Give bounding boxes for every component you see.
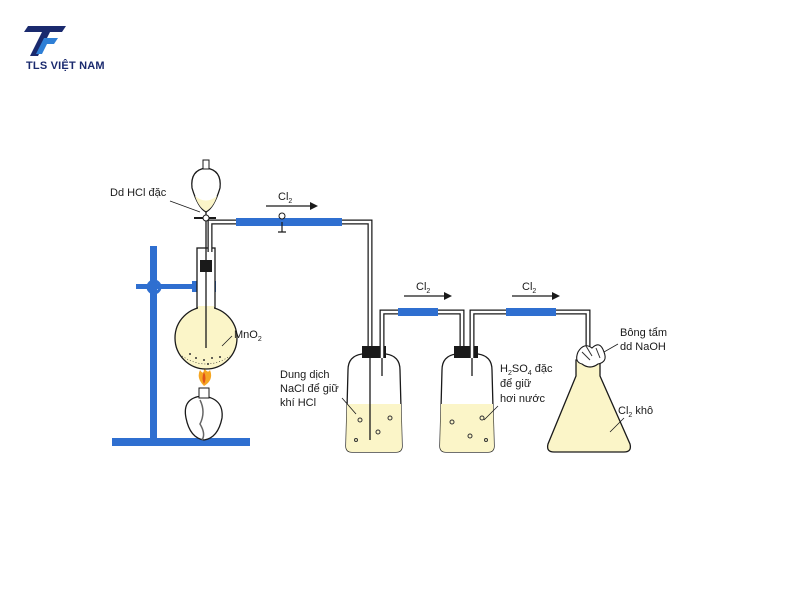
naoh-cotton xyxy=(576,344,606,368)
dropping-funnel xyxy=(191,159,221,348)
label-cl2-2: Cl2 xyxy=(416,281,430,295)
label-nacl-line2: NaCl để giữ xyxy=(280,383,339,395)
erlenmeyer-flask xyxy=(546,359,632,453)
flame xyxy=(198,368,212,386)
tls-logo-icon xyxy=(24,26,66,56)
label-hcl: Dd HCl đặc xyxy=(110,187,167,199)
label-cl2-3: Cl2 xyxy=(522,281,536,295)
label-mno2: MnO2 xyxy=(234,329,262,343)
flow-arrow-1 xyxy=(266,202,318,210)
label-h2so4-line2: để giữ xyxy=(500,378,532,390)
label-cotton-line2: dd NaOH xyxy=(620,341,666,353)
tls-logo xyxy=(14,22,104,78)
label-cl2-1: Cl2 xyxy=(278,191,292,205)
wash-bottle-nacl xyxy=(345,346,403,453)
label-nacl-line3: khí HCl xyxy=(280,397,316,409)
brand-name: TLS VIỆT NAM xyxy=(26,60,105,72)
label-h2so4-line1: H2SO4 đặc xyxy=(500,363,553,377)
delivery-tube-1 xyxy=(207,212,373,380)
label-nacl-line1: Dung dịch xyxy=(280,369,330,381)
flow-arrow-3 xyxy=(512,292,560,300)
label-h2so4-line3: hơi nước xyxy=(500,393,546,405)
flow-arrow-2 xyxy=(404,292,452,300)
alcohol-burner xyxy=(184,387,223,441)
label-cotton-line1: Bông tẩm xyxy=(620,327,667,339)
label-dry-cl2: Cl2 khô xyxy=(618,405,653,419)
wash-bottle-h2so4 xyxy=(439,346,495,453)
